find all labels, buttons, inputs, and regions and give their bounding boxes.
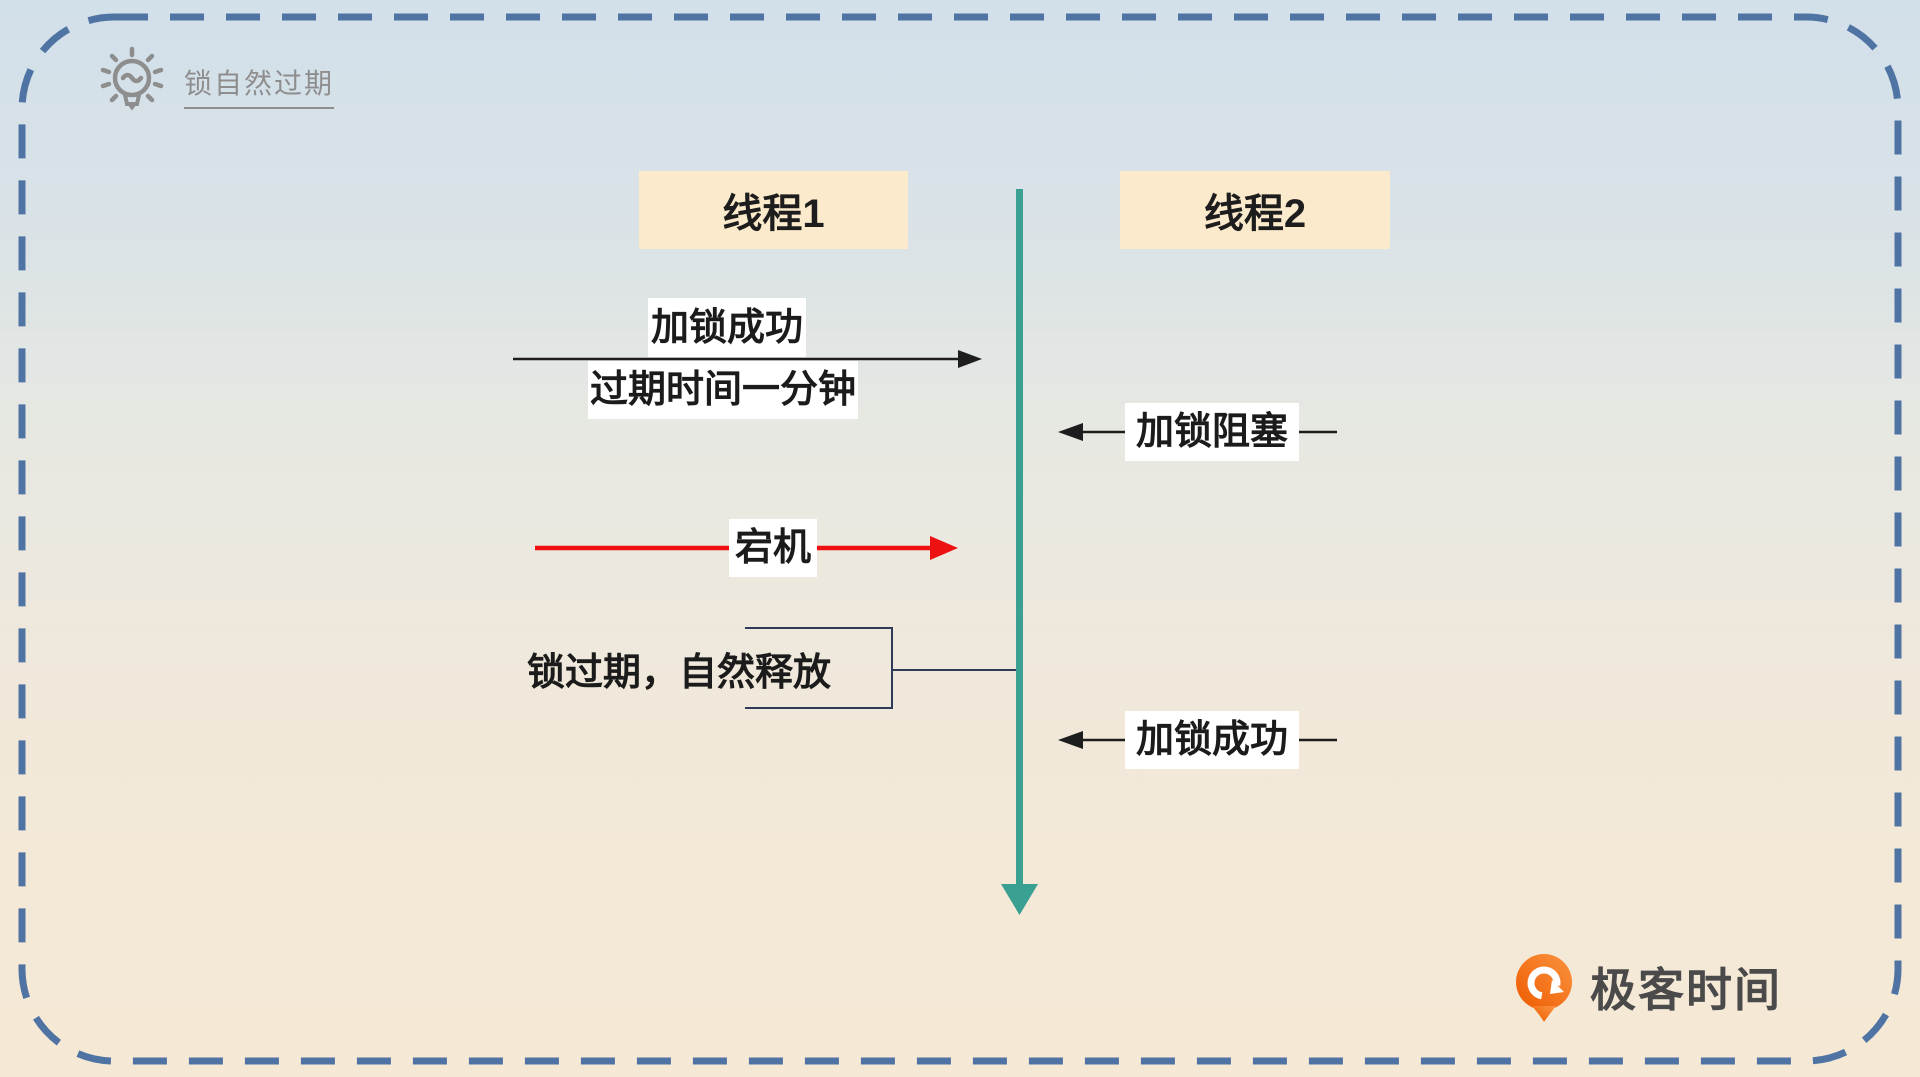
arrowhead-left-icon	[1058, 731, 1083, 749]
note-lock-expired: 锁过期，自然释放	[527, 651, 832, 694]
thread-1-header: 线程1	[639, 171, 908, 249]
msg-lock-acquired-line1: 加锁成功	[648, 298, 806, 357]
msg-lock-blocked: 加锁阻塞	[1125, 403, 1299, 461]
timeline-arrowhead-icon	[1001, 884, 1038, 915]
msg-crash: 宕机	[729, 519, 817, 577]
arrowhead-left-icon	[1058, 423, 1083, 441]
geektime-logo-icon	[1516, 954, 1572, 1022]
slide-header: 锁自然过期	[92, 42, 335, 122]
slide-title: 锁自然过期	[184, 62, 335, 109]
thread-2-header: 线程2	[1120, 171, 1390, 249]
msg-lock-acquired-again: 加锁成功	[1125, 711, 1299, 769]
arrowhead-right-icon	[958, 350, 982, 368]
msg-lock-acquired-line2: 过期时间一分钟	[588, 361, 858, 419]
brand-footer: 极客时间	[1512, 952, 1782, 1028]
brand-name: 极客时间	[1590, 964, 1782, 1016]
arrowhead-right-red-icon	[930, 536, 958, 560]
lightbulb-icon	[100, 46, 164, 111]
